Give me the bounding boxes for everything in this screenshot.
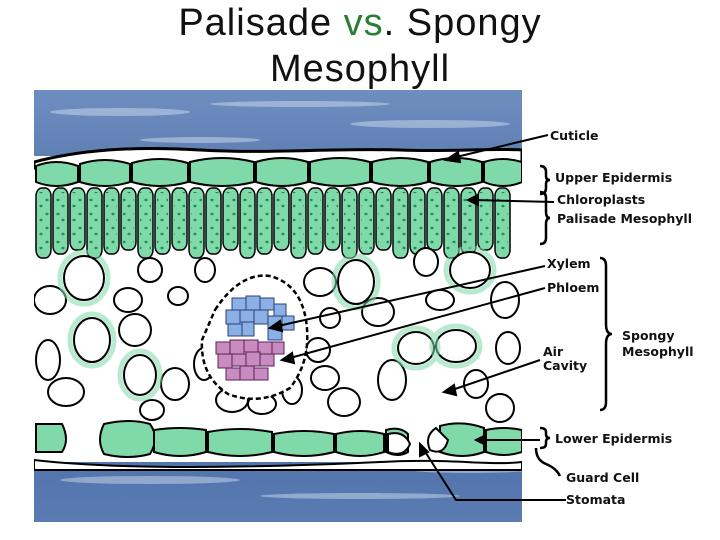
label-lower-epidermis: Lower Epidermis [555,431,672,446]
label-stomata: Stomata [566,492,625,507]
chloroplast-dots [276,192,287,246]
bracket-guard-cell [534,447,562,477]
lower-epidermis [35,420,522,458]
title-line2: Mesophyll [269,48,451,90]
chloroplast-dots [412,192,423,250]
label-guard-cell: Guard Cell [566,470,639,485]
arrow-lower-epidermis [473,433,540,447]
chloroplast-dots [395,192,406,254]
chloroplast-dots [140,192,151,254]
label-spongy-line1: Spongy [622,328,675,343]
label-palisade-mesophyll: Palisade Mesophyll [557,211,692,226]
arrow-stomata [419,441,566,501]
chloroplast-dots [310,192,321,250]
upper-epidermis [35,157,522,187]
vascular-bundle [200,274,309,400]
lower-cuticle [34,458,522,471]
chloroplast-dots [378,192,389,246]
label-xylem: Xylem [547,256,591,271]
label-air-line2: Cavity [543,358,587,373]
arrow-cuticle [443,134,549,164]
chloroplast-dots [327,192,338,246]
label-upper-epidermis: Upper Epidermis [555,170,672,185]
chloroplast-dots [344,192,355,254]
guard-cells [387,426,450,455]
chloroplast-dots [480,192,491,246]
chloroplast-dots [225,192,236,246]
chloroplast-dots [242,192,253,254]
bracket-upper-epidermis [539,164,551,196]
chloroplast-dots [361,192,372,250]
label-cuticle: Cuticle [550,128,599,143]
chloroplast-dots [106,192,117,250]
title-part1: Palisade [178,2,344,44]
chloroplast-dots [191,192,202,254]
palisade-mesophyll-cells [35,187,511,259]
arrow-chloroplasts [465,193,555,207]
bracket-lower-epidermis [539,426,551,450]
chloroplast-dots [259,192,270,250]
chloroplast-dots [497,192,508,254]
arrow-air-cavity [441,359,541,397]
title-vs: vs [343,2,384,44]
arrow-phloem [279,287,546,365]
chloroplast-dots [446,192,457,254]
label-chloroplasts: Chloroplasts [557,192,645,207]
diagram-title: Palisade vs. Spongy Mesophyll [0,0,720,92]
label-spongy-line2: Mesophyll [622,344,694,359]
label-phloem: Phloem [547,280,599,295]
chloroplast-dots [89,192,100,254]
chloroplast-dots [429,192,440,246]
chloroplast-dots [72,192,83,246]
chloroplast-dots [463,192,474,250]
chloroplast-dots [38,192,49,254]
bracket-palisade [539,190,551,246]
chloroplast-dots [208,192,219,250]
chloroplast-dots [157,192,168,250]
phloem-cells [215,339,285,381]
chloroplast-dots [55,192,66,250]
spongy-mesophyll-cells [34,247,521,423]
chloroplast-dots [174,192,185,246]
title-part2: . Spongy [383,2,542,44]
label-air-line1: Air [543,344,564,359]
arrow-xylem [267,265,546,333]
chloroplast-dots [293,192,304,254]
chloroplast-dots [123,192,134,246]
bracket-spongy [599,256,613,412]
